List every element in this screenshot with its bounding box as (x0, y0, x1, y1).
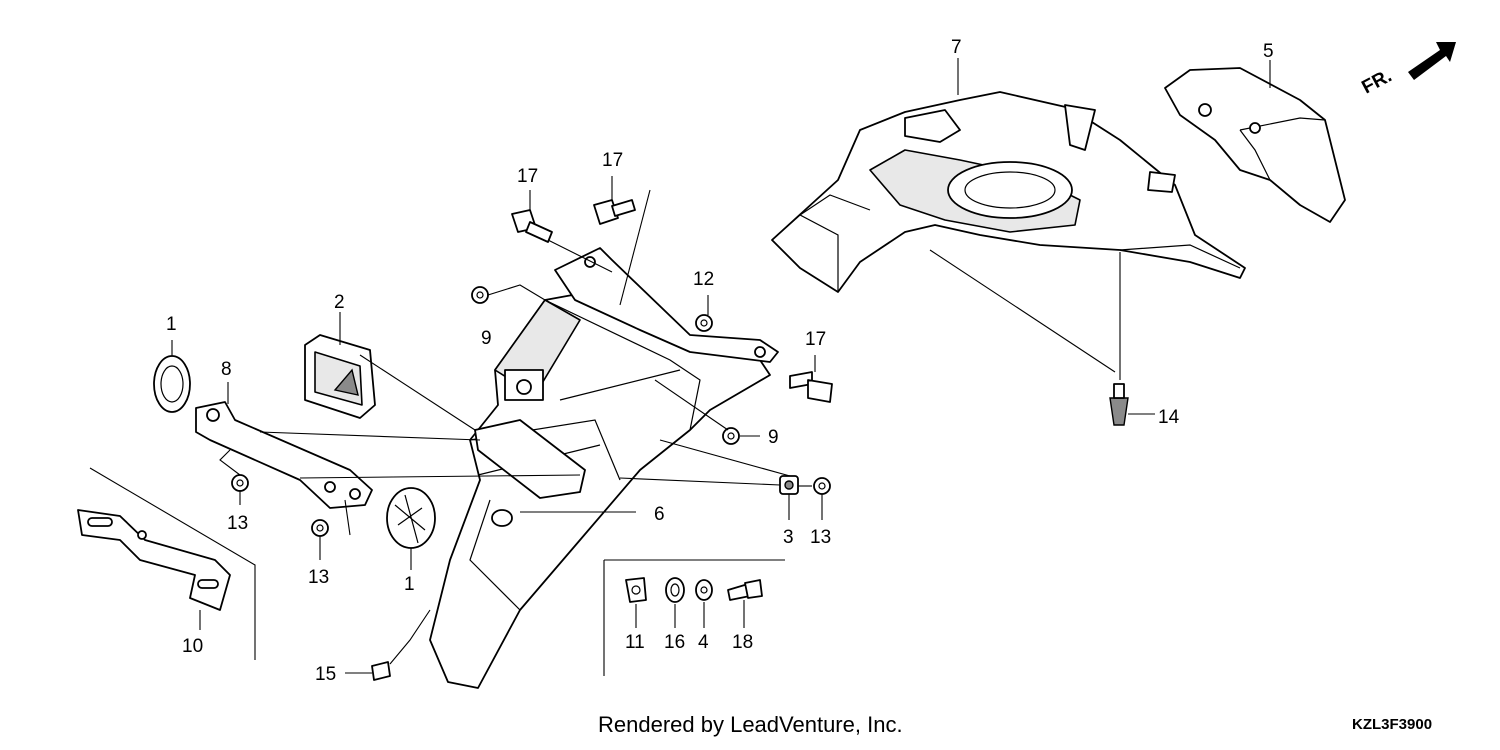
callout-17-c: 17 (805, 329, 826, 350)
nut-13-b[interactable] (311, 519, 329, 537)
callout-13-a: 13 (227, 513, 248, 534)
reflector-stay[interactable] (195, 401, 373, 509)
flange-bolt-b[interactable] (593, 199, 636, 225)
screw-15[interactable] (371, 661, 391, 681)
callout-2: 2 (334, 292, 345, 313)
bolt-18[interactable] (727, 579, 763, 601)
callout-5: 5 (1263, 41, 1274, 62)
callout-18: 18 (732, 632, 753, 653)
rear-inner-fender[interactable] (771, 91, 1246, 293)
nut-9-lower[interactable] (722, 427, 740, 445)
nut-13-c[interactable] (813, 477, 831, 495)
reflector-disc-lower[interactable] (386, 487, 436, 549)
nut-11[interactable] (625, 577, 647, 603)
nut-13-a[interactable] (231, 474, 249, 492)
diagram-code: KZL3F3900 (1352, 716, 1433, 733)
callout-14: 14 (1158, 407, 1180, 428)
collar-3[interactable] (779, 475, 799, 495)
footer-credit: Rendered by LeadVenture, Inc. (598, 712, 903, 737)
callout-3: 3 (783, 527, 794, 548)
bracket-stay[interactable] (77, 509, 231, 611)
reflector-disc-upper[interactable] (153, 355, 191, 413)
callout-12: 12 (693, 269, 714, 290)
flange-bolt-a[interactable] (511, 209, 553, 243)
callout-9-a: 9 (481, 328, 492, 349)
license-plate-fender[interactable] (429, 247, 779, 689)
nut-9-upper[interactable] (471, 286, 489, 304)
callout-15: 15 (315, 664, 336, 685)
callout-17-b: 17 (602, 150, 623, 171)
callout-13-c: 13 (810, 527, 831, 548)
front-direction-arrow: FR. (1358, 42, 1456, 98)
callout-4: 4 (698, 632, 709, 653)
callout-6: 6 (654, 504, 665, 525)
rear-fender-cover[interactable] (1164, 67, 1346, 223)
callout-7: 7 (951, 37, 962, 58)
callout-8: 8 (221, 359, 232, 380)
callout-16: 16 (664, 632, 685, 653)
washer-16[interactable] (665, 577, 685, 603)
nut-12[interactable] (695, 314, 713, 332)
callout-1-b: 1 (404, 574, 415, 595)
fender-clip[interactable] (1109, 383, 1129, 426)
callout-1-a: 1 (166, 314, 177, 335)
callout-13-b: 13 (308, 567, 329, 588)
callout-9-b: 9 (768, 427, 779, 448)
hardware-inset-frame (603, 559, 785, 676)
callout-10: 10 (182, 636, 203, 657)
front-direction-label: FR. (1358, 66, 1395, 99)
callout-11: 11 (625, 632, 645, 653)
leader-lines (89, 58, 1271, 674)
flange-bolt-c[interactable] (789, 371, 833, 403)
reflector[interactable] (304, 334, 376, 419)
nut-4[interactable] (695, 579, 713, 601)
callout-17-a: 17 (517, 166, 538, 187)
